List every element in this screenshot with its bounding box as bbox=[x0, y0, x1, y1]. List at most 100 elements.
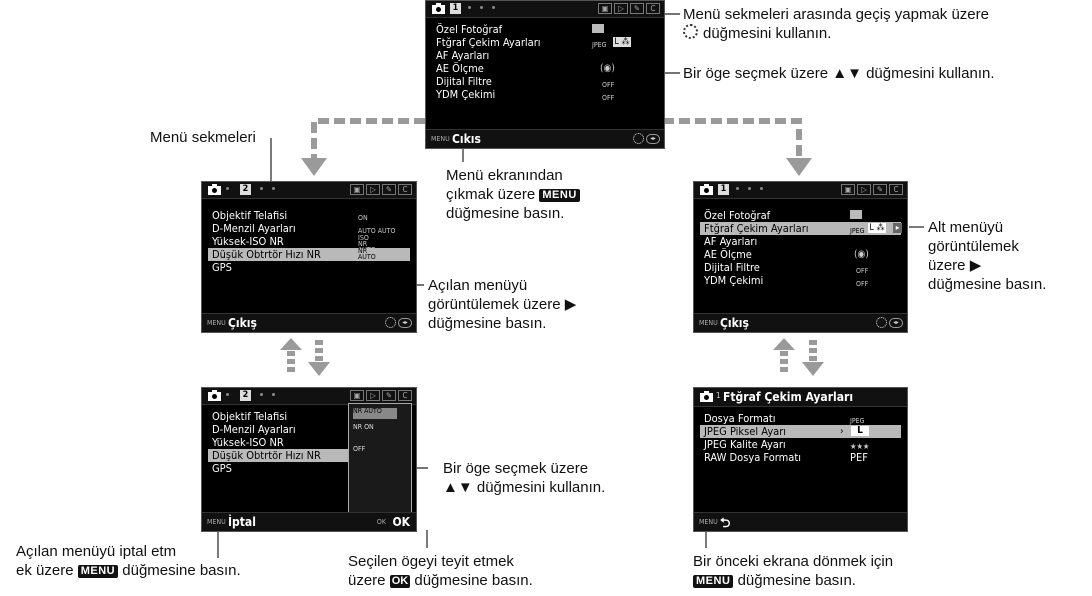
annotation-dropdown: Açılan menüyü görüntülemek üzere ▶ düğme… bbox=[428, 276, 576, 333]
annotation-confirm: Seçilen ögeyi teyit etmek üzere OK düğme… bbox=[348, 552, 533, 590]
menu-item[interactable]: GPS bbox=[208, 261, 410, 274]
camera-tab-icon bbox=[700, 391, 713, 402]
menu-item-selected[interactable]: JPEG Piksel Ayarı›L bbox=[700, 425, 901, 438]
annotation-line: ek üzere bbox=[16, 562, 74, 579]
dropdown-option-selected[interactable]: NR AUTO bbox=[353, 408, 397, 419]
menu-item[interactable]: AF Ayarları bbox=[432, 49, 658, 62]
menu-item-label: Yüksek-ISO NR bbox=[212, 436, 284, 449]
menu-item[interactable]: Objektif Telafisi bbox=[208, 410, 410, 423]
annotation-line: düğmesine basın. bbox=[414, 572, 533, 589]
menu-item-label: GPS bbox=[212, 462, 232, 475]
custom-tab-icon[interactable]: C bbox=[646, 3, 660, 14]
tab-bar[interactable]: 2 ▣▷✎C bbox=[202, 388, 416, 405]
menu-item-value: JPEG bbox=[850, 417, 865, 425]
menu-item-label: Objektif Telafisi bbox=[212, 410, 288, 423]
annotation-line: üzere ▶ bbox=[928, 257, 982, 274]
menu-item[interactable]: Özel Fotoğraf bbox=[700, 209, 901, 222]
custom-tab-icon[interactable]: C bbox=[889, 184, 903, 195]
metering-icon: (◉) bbox=[854, 249, 869, 260]
tab-bar[interactable]: 1 ▣▷✎C bbox=[694, 182, 907, 199]
tab-number[interactable]: 2 bbox=[240, 184, 251, 195]
menu-item-label: GPS bbox=[212, 261, 232, 274]
menu-item[interactable]: JPEG Kalite Ayarı★★★ bbox=[700, 438, 901, 451]
menu-item-value: ★★★ bbox=[850, 442, 870, 451]
footer-label: Çıkış bbox=[720, 316, 749, 330]
annotation-line: görüntülemek üzere ▶ bbox=[428, 296, 577, 313]
camera-tab-icon bbox=[208, 184, 221, 195]
menu-item-label: D-Menzil Ayarları bbox=[212, 423, 296, 436]
annotation-menu-tabs: Menü sekmeleri bbox=[150, 129, 256, 146]
footer-label: İptal bbox=[228, 515, 256, 529]
menu-item-value: OFF bbox=[856, 280, 869, 288]
menu-item-label: D-Menzil Ayarları bbox=[212, 222, 296, 235]
submenu-header: 1 Ftğraf Çekim Ayarları bbox=[694, 388, 907, 407]
playback-tab-icon[interactable]: ▷ bbox=[366, 390, 380, 401]
submenu-title: Ftğraf Çekim Ayarları bbox=[723, 390, 854, 404]
movie-tab-icon[interactable]: ▣ bbox=[598, 3, 612, 14]
annotation-line: Alt menüyü bbox=[928, 219, 1004, 236]
annotation-line: Açılan menüyü iptal etm bbox=[16, 543, 177, 560]
menu-item[interactable]: Dosya Formatı JPEG bbox=[700, 412, 901, 425]
playback-tab-icon[interactable]: ▷ bbox=[366, 184, 380, 195]
wrench-tab-icon[interactable]: ✎ bbox=[382, 184, 396, 195]
menu-item-label: Dosya Formatı bbox=[704, 412, 776, 425]
dial-arrows-icon: ◂▸ bbox=[646, 134, 660, 144]
annotation-line: Bir öge seçmek üzere bbox=[443, 460, 589, 477]
movie-tab-icon[interactable]: ▣ bbox=[841, 184, 855, 195]
menu-item[interactable]: AE Ölçme(◉) bbox=[432, 62, 658, 75]
menu-item[interactable]: D-Menzil Ayarları bbox=[208, 423, 410, 436]
dial-icon bbox=[876, 317, 887, 328]
screen-footer: MENU ⮌ bbox=[694, 512, 907, 531]
menu-item[interactable]: GPS bbox=[208, 462, 410, 475]
menu-item-label: YDM Çekimi bbox=[436, 88, 496, 101]
annotation-line: düğmesine basın. bbox=[928, 276, 1047, 293]
tab-bar[interactable]: 2 ▣▷✎C bbox=[202, 182, 416, 199]
menu-button-mark: MENU bbox=[431, 135, 450, 143]
menu-item-label: Özel Fotoğraf bbox=[704, 209, 771, 222]
ok-button-badge: OK bbox=[389, 575, 411, 588]
dropdown-option[interactable]: OFF bbox=[353, 445, 366, 453]
custom-tab-icon[interactable]: C bbox=[398, 184, 412, 195]
tab-number[interactable]: 2 bbox=[240, 390, 251, 401]
custom-image-icon bbox=[850, 210, 862, 219]
dropdown-option[interactable]: NR ON bbox=[353, 423, 374, 431]
submenu-arrow-icon[interactable]: ▸ bbox=[893, 223, 902, 233]
movie-tab-icon[interactable]: ▣ bbox=[350, 390, 364, 401]
menu-item[interactable]: Yüksek-ISO NR bbox=[208, 436, 410, 449]
tab-icons[interactable]: ▣▷✎C bbox=[350, 390, 412, 401]
movie-tab-icon[interactable]: ▣ bbox=[350, 184, 364, 195]
menu-item-label: AE Ölçme bbox=[436, 62, 484, 75]
tab-icons[interactable]: ▣▷✎C bbox=[350, 184, 412, 195]
tab-icons[interactable]: ▣▷✎C bbox=[598, 3, 660, 14]
menu-item[interactable]: Özel Fotoğraf bbox=[432, 23, 658, 36]
tab-number[interactable]: 1 bbox=[450, 3, 461, 14]
menu-button-badge: MENU bbox=[77, 565, 119, 578]
wrench-tab-icon[interactable]: ✎ bbox=[873, 184, 887, 195]
menu-item-label: Ftğraf Çekim Ayarları bbox=[436, 36, 541, 49]
menu-item-label: RAW Dosya Formatı bbox=[704, 451, 801, 464]
tab-icons[interactable]: ▣▷✎C bbox=[841, 184, 903, 195]
playback-tab-icon[interactable]: ▷ bbox=[857, 184, 871, 195]
tab-bar[interactable]: 1 ▣▷✎C bbox=[426, 1, 664, 18]
custom-tab-icon[interactable]: C bbox=[398, 390, 412, 401]
menu-item[interactable]: AF Ayarları bbox=[700, 235, 901, 248]
playback-tab-icon[interactable]: ▷ bbox=[614, 3, 628, 14]
menu-item-value: ON bbox=[358, 214, 368, 222]
wrench-tab-icon[interactable]: ✎ bbox=[630, 3, 644, 14]
annotation-line: düğmesini kullanın. bbox=[703, 25, 832, 42]
wrench-tab-icon[interactable]: ✎ bbox=[382, 390, 396, 401]
tab-number[interactable]: 1 bbox=[718, 184, 729, 195]
annotation-tab-switch: Menü sekmeleri arasında geçiş yapmak üze… bbox=[683, 5, 989, 43]
menu-item[interactable]: AE Ölçme(◉) bbox=[700, 248, 901, 261]
